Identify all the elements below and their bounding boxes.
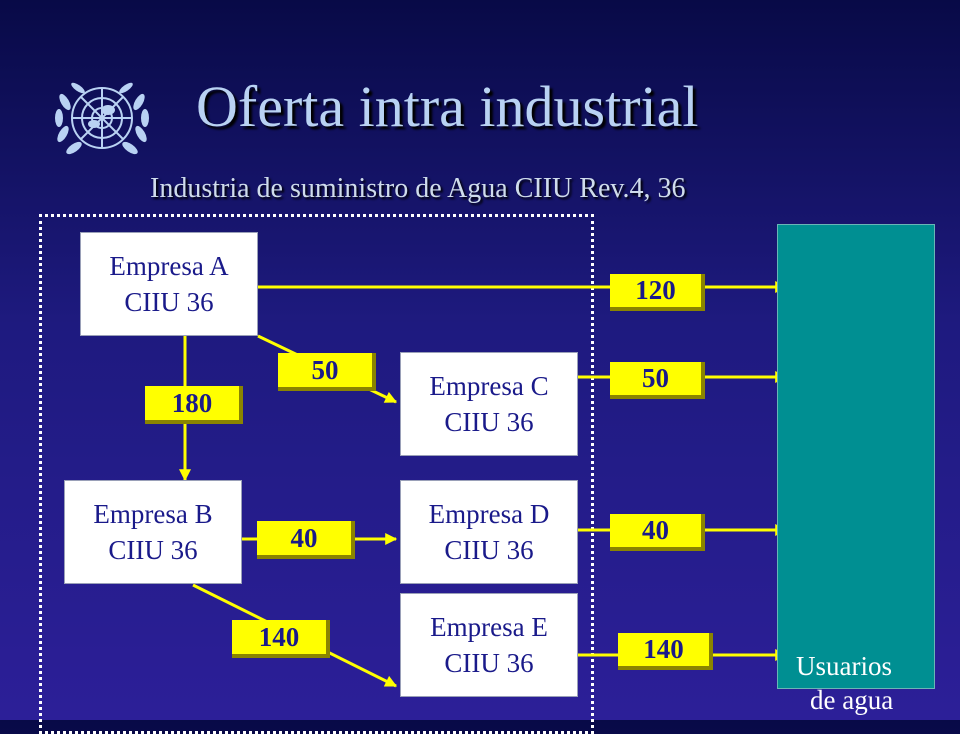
node-empresa-d-code: CIIU 36 <box>444 535 534 565</box>
flow-label-e-usuarios: 140 <box>618 633 713 670</box>
node-empresa-c-name: Empresa C <box>429 370 549 401</box>
flow-label-a-usuarios: 120 <box>610 274 705 311</box>
node-usuarios-line2: de agua <box>810 685 894 715</box>
flow-label-a-b: 180 <box>145 386 243 424</box>
node-empresa-e-name: Empresa E <box>430 611 548 642</box>
flow-label-d-usuarios: 40 <box>610 514 705 551</box>
node-usuarios-line1: Usuarios <box>796 651 892 681</box>
flow-label-c-usuarios: 50 <box>610 362 705 399</box>
node-empresa-e: Empresa E CIIU 36 <box>400 593 578 697</box>
flow-label-b-e: 140 <box>232 620 330 658</box>
node-empresa-b-name: Empresa B <box>93 498 213 529</box>
node-empresa-c: Empresa C CIIU 36 <box>400 352 578 456</box>
node-empresa-d: Empresa D CIIU 36 <box>400 480 578 584</box>
flow-label-b-d: 40 <box>257 521 355 559</box>
node-empresa-a: Empresa A CIIU 36 <box>80 232 258 336</box>
node-empresa-c-code: CIIU 36 <box>444 407 534 437</box>
node-empresa-d-name: Empresa D <box>428 498 550 529</box>
node-empresa-a-code: CIIU 36 <box>124 287 214 317</box>
node-usuarios-de-agua: Usuarios de agua <box>777 224 935 714</box>
node-empresa-b: Empresa B CIIU 36 <box>64 480 242 584</box>
node-empresa-e-code: CIIU 36 <box>444 648 534 678</box>
flow-label-a-c: 50 <box>278 353 376 391</box>
page-title: Oferta intra industrial <box>196 74 699 139</box>
node-empresa-a-name: Empresa A <box>109 250 229 281</box>
un-emblem-icon <box>55 82 149 155</box>
node-empresa-b-code: CIIU 36 <box>108 535 198 565</box>
page-subtitle: Industria de suministro de Agua CIIU Rev… <box>150 173 686 204</box>
